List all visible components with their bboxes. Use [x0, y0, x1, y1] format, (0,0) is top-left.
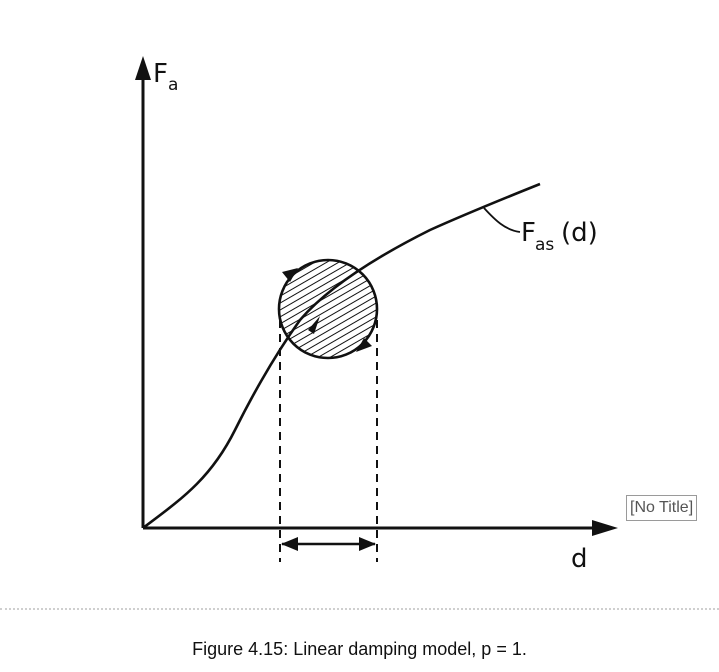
svg-text:a: a [168, 75, 178, 95]
range-arrow-right-head [359, 537, 376, 551]
y-axis-label-sub: a [168, 75, 178, 95]
curve-label-sub: as [535, 235, 554, 255]
circle-arrow-top [282, 268, 298, 282]
y-axis-label: F [153, 59, 168, 89]
svg-text:as: as [535, 235, 554, 255]
svg-text:(d): (d) [561, 218, 598, 248]
separator-line [0, 608, 719, 610]
circle-arrow-bottom [356, 338, 372, 352]
x-axis-label: d [571, 544, 588, 574]
no-title-placeholder: [No Title] [626, 495, 698, 521]
curve-label-main: F [521, 218, 536, 248]
figure-caption: Figure 4.15: Linear damping model, p = 1… [192, 639, 527, 659]
curve-label-suffix: (d) [561, 218, 598, 248]
circle-inner-arrow [308, 316, 320, 334]
y-axis-label-main: F [153, 59, 168, 89]
curve-label: F [521, 218, 536, 248]
curve-label-leader [483, 207, 521, 233]
x-axis-arrowhead [592, 520, 618, 536]
range-arrow-left-head [281, 537, 298, 551]
figure-diagram: F a F as (d) d [135, 56, 618, 574]
y-axis-arrowhead [135, 56, 151, 80]
hatched-damping-circle [277, 258, 379, 360]
